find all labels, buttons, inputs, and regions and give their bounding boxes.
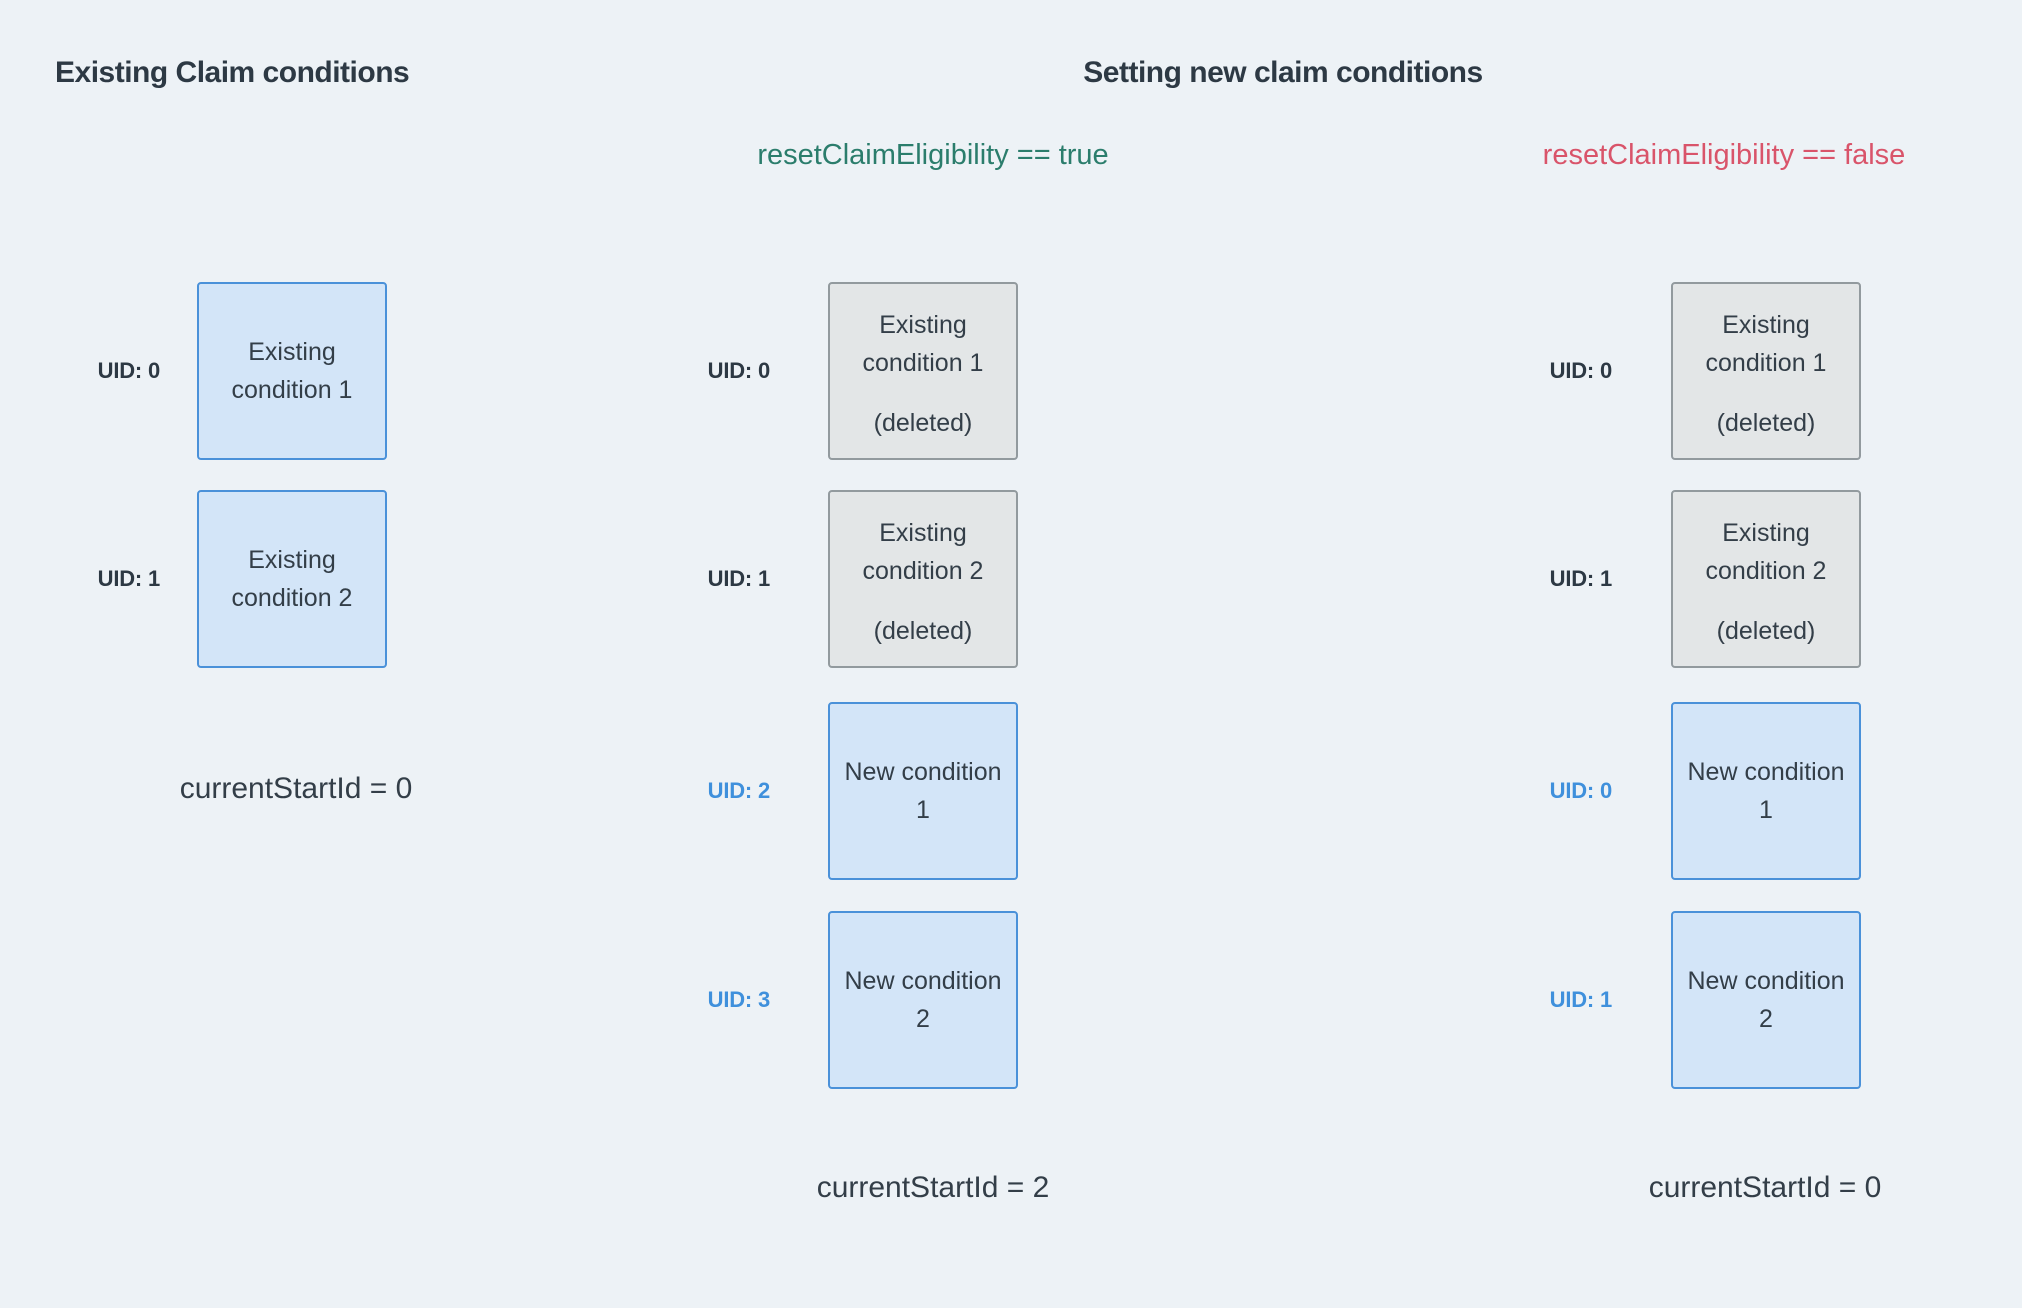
uid-label-true-row4: UID: 3 <box>707 987 771 1012</box>
deleted-label: (deleted) <box>873 409 973 437</box>
box-existing-condition-2: Existing condition 2 <box>197 490 387 668</box>
uid-label-false-row3: UID: 0 <box>1549 778 1613 803</box>
uid-label-false-row4: UID: 1 <box>1549 987 1613 1012</box>
box-text-line: condition 2 <box>231 584 353 612</box>
box-true-existing-condition-1-deleted: Existing condition 1 (deleted) <box>828 282 1018 460</box>
box-text-pair: Existing condition 1 <box>863 306 984 382</box>
box-text-line: Existing <box>1722 519 1810 547</box>
deleted-label: (deleted) <box>1716 409 1816 437</box>
box-text-line: 2 <box>1759 1005 1773 1033</box>
box-text-line: condition 2 <box>862 557 984 585</box>
title-existing-claim-conditions: Existing Claim conditions <box>55 56 410 89</box>
box-text-line: New condition <box>844 758 1002 786</box>
box-text-line: 1 <box>1759 796 1773 824</box>
box-false-existing-condition-2-deleted: Existing condition 2 (deleted) <box>1671 490 1861 668</box>
box-text-line: Existing <box>879 519 967 547</box>
box-text-pair: Existing condition 2 <box>863 514 984 590</box>
box-true-existing-condition-2-deleted: Existing condition 2 (deleted) <box>828 490 1018 668</box>
branch-label-reset-eligibility-true: resetClaimEligibility == true <box>757 139 1109 171</box>
box-text-line: 1 <box>916 796 930 824</box>
box-text-line: condition 1 <box>862 349 984 377</box>
box-false-new-condition-2: New condition 2 <box>1671 911 1861 1089</box>
uid-label-existing-row1: UID: 0 <box>97 358 161 383</box>
uid-label-existing-row2: UID: 1 <box>97 566 161 591</box>
deleted-label: (deleted) <box>1716 617 1816 645</box>
box-text-line: Existing <box>879 311 967 339</box>
box-text-line: Existing <box>248 338 336 366</box>
box-text-pair: Existing condition 2 <box>1706 514 1827 590</box>
box-text-line: Existing <box>1722 311 1810 339</box>
uid-label-true-row3: UID: 2 <box>707 778 771 803</box>
box-text-line: New condition <box>844 967 1002 995</box>
box-text-line: condition 1 <box>1705 349 1827 377</box>
box-text-line: 2 <box>916 1005 930 1033</box>
box-existing-condition-1: Existing condition 1 <box>197 282 387 460</box>
box-true-new-condition-1: New condition 1 <box>828 702 1018 880</box>
uid-label-false-row1: UID: 0 <box>1549 358 1613 383</box>
box-false-existing-condition-1-deleted: Existing condition 1 (deleted) <box>1671 282 1861 460</box>
box-text-line: New condition <box>1687 967 1845 995</box>
current-start-id-false: currentStartId = 0 <box>1648 1171 1882 1204</box>
current-start-id-existing: currentStartId = 0 <box>179 772 413 805</box>
deleted-label: (deleted) <box>873 617 973 645</box>
uid-label-true-row2: UID: 1 <box>707 566 771 591</box>
box-text-line: New condition <box>1687 758 1845 786</box>
title-setting-new-claim-conditions: Setting new claim conditions <box>1083 56 1483 89</box>
box-text-line: condition 2 <box>1705 557 1827 585</box>
branch-label-reset-eligibility-false: resetClaimEligibility == false <box>1542 139 1906 171</box>
box-text-line: Existing <box>248 546 336 574</box>
current-start-id-true: currentStartId = 2 <box>816 1171 1050 1204</box>
box-true-new-condition-2: New condition 2 <box>828 911 1018 1089</box>
box-text-pair: Existing condition 1 <box>1706 306 1827 382</box>
uid-label-true-row1: UID: 0 <box>707 358 771 383</box>
box-text-line: condition 1 <box>231 376 353 404</box>
box-false-new-condition-1: New condition 1 <box>1671 702 1861 880</box>
uid-label-false-row2: UID: 1 <box>1549 566 1613 591</box>
